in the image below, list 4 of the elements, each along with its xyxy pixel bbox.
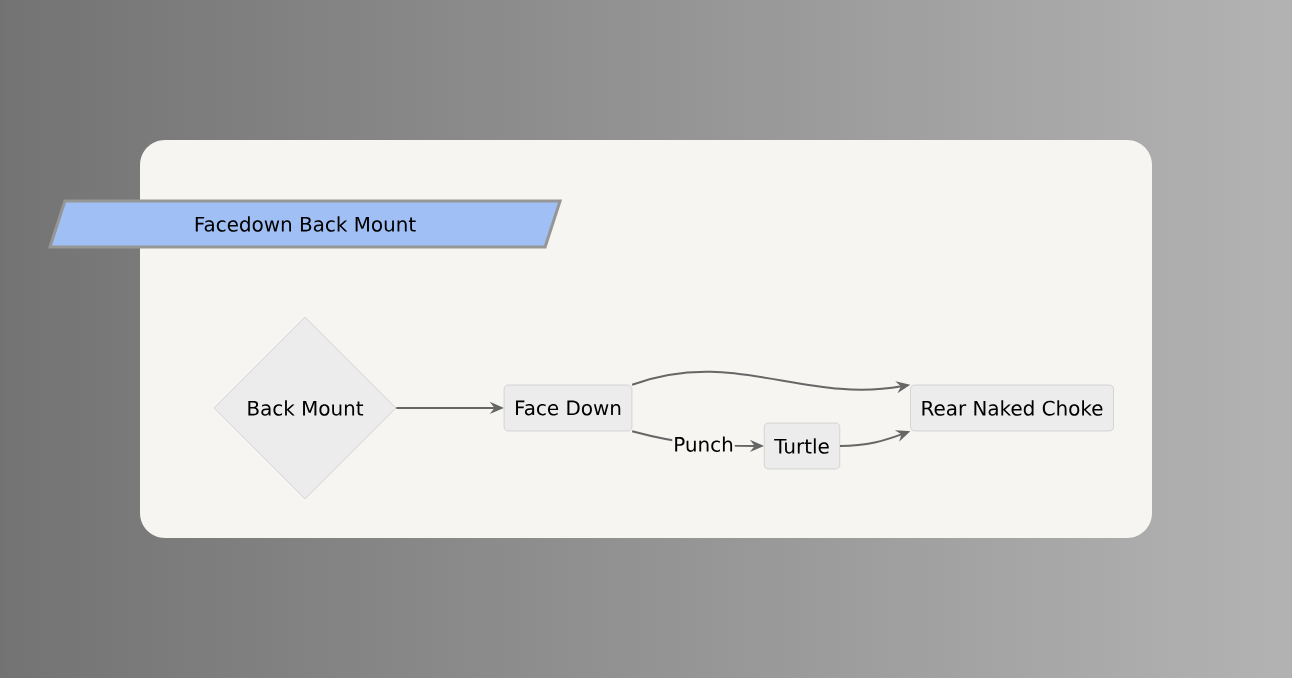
edge-label: Punch (675, 436, 733, 452)
process-box: Face Down (503, 384, 633, 432)
process-box: Rear Naked Choke (910, 384, 1114, 432)
process-box: Turtle (764, 422, 840, 470)
